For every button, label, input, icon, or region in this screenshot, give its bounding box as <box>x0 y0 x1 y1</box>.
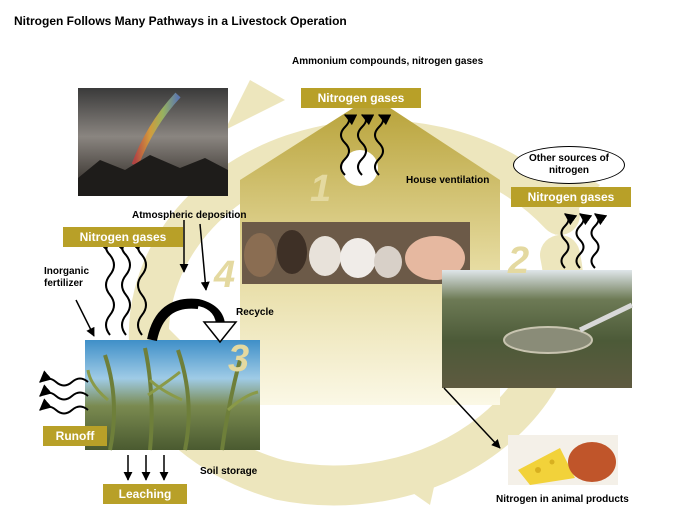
corn-photo <box>85 340 260 451</box>
diagram-title: Nitrogen Follows Many Pathways in a Live… <box>14 14 347 28</box>
atmospheric-deposition-label: Atmospheric deposition <box>132 210 247 221</box>
runoff-box: Runoff <box>43 426 107 446</box>
recycle-arrow <box>147 298 238 344</box>
soil-storage-label: Soil storage <box>200 466 258 477</box>
pathway-arrows <box>75 220 501 481</box>
step-number-1: 1 <box>310 168 332 210</box>
house-ventilation-label: House ventilation <box>406 175 490 186</box>
step-number-2: 2 <box>508 240 530 282</box>
animal-products-photo <box>508 435 618 485</box>
sky-rainbow-photo <box>78 88 228 196</box>
ventilation-opening <box>342 150 378 186</box>
nitrogen-gases-box-right: Nitrogen gases <box>511 187 631 207</box>
step-number-3: 3 <box>228 338 250 380</box>
nitrogen-gases-box-top: Nitrogen gases <box>301 88 421 108</box>
gas-waves-right <box>560 213 608 269</box>
runoff-waves <box>39 370 89 415</box>
gas-waves-top <box>340 114 392 176</box>
gas-waves-left <box>98 238 147 336</box>
animal-products-label: Nitrogen in animal products <box>496 494 629 505</box>
inorganic-fertilizer-label: Inorganic fertilizer <box>44 266 90 289</box>
livestock-photo <box>242 222 470 284</box>
lagoon-photo <box>442 270 634 388</box>
nitrogen-gases-box-left: Nitrogen gases <box>63 227 183 247</box>
recycle-label: Recycle <box>236 307 274 318</box>
ammonium-label: Ammonium compounds, nitrogen gases <box>292 56 484 67</box>
other-sources-oval: Other sources of nitrogen <box>513 146 625 184</box>
leaching-box: Leaching <box>103 484 187 504</box>
step-number-4: 4 <box>214 254 236 296</box>
